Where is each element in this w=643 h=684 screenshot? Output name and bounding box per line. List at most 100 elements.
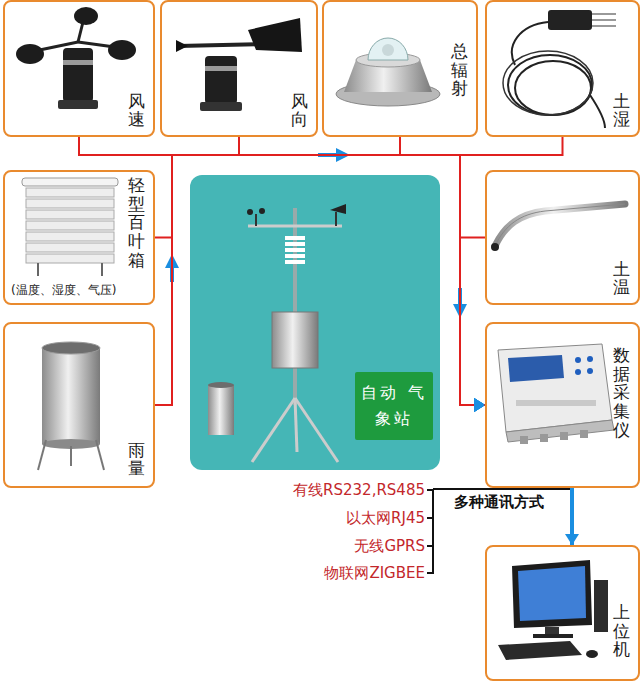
connector-line [155,155,485,405]
sensor-wire [155,155,485,412]
component-box: 土温 [485,170,640,305]
plate [26,221,114,230]
vertical-label: 土湿 [613,92,630,129]
leg [38,440,46,470]
soil-temp-probe [491,204,625,251]
comm-bracket [427,489,572,574]
component-box: 风向 [160,0,318,137]
monitor [512,560,592,628]
bracket-link [433,488,572,490]
stand-base [533,634,573,638]
component-box: 轻型百叶箱(温度、湿度、气压) [3,170,155,305]
body [205,56,237,104]
terminal [520,436,528,444]
output-connector [565,488,579,545]
base [58,100,98,109]
vertical-label: 土温 [613,260,630,297]
station-panel [190,175,440,470]
bracket-tick [427,517,433,519]
mini-cabinet [272,312,318,368]
sensor-wire [155,155,485,412]
component-box: 数据采集仪 [485,322,640,488]
comm-method: 无线GPRS [354,536,425,556]
comm-heading: 多种通讯方式 [454,492,544,512]
terminal [580,430,588,438]
arrow-head [474,398,485,412]
arrow-head [474,398,485,412]
connector-line [460,137,563,405]
mini-rain-gauge [208,385,234,435]
wind-vane [176,18,302,111]
plate [26,188,114,197]
arrow-head [474,398,485,412]
tower [594,580,608,632]
cap [22,178,118,186]
monitor-screen [518,566,586,621]
arrow-head [474,398,485,412]
mini-fin [330,204,346,214]
pin [592,13,616,15]
vertical-label: 风速 [128,92,145,129]
rim [42,342,100,354]
mouse [586,650,598,658]
key [575,369,581,375]
plate [26,232,114,241]
plate [26,199,114,208]
terminal [560,432,568,440]
sensor-wire [400,137,485,412]
sensor [382,44,394,56]
pin [592,19,616,21]
pyranometer [336,38,440,106]
sensor-wire [239,137,485,412]
connector-line [239,137,485,405]
vertical-label: 数据采集仪 [613,346,630,439]
fin [248,18,302,52]
stand [545,627,559,635]
arrow-head [565,534,579,545]
mini-plate [285,242,305,246]
station-label: 自动 气象站 [359,380,429,431]
cup [74,7,98,25]
mini-plate [285,254,305,258]
mini-cup [247,209,253,215]
anemometer [16,7,136,109]
ring [205,66,237,71]
sub-label: (温度、湿度、气压) [11,282,116,299]
probe-edge [495,204,625,246]
keyboard [498,641,582,660]
pointer [176,40,188,52]
connector-line [155,155,485,405]
label-strip [516,400,596,406]
station-badge: 自动 气象站 [355,372,433,440]
crossbar [248,225,342,228]
sensor-wire [79,137,485,412]
terminal [540,434,548,442]
vertical-label: 总辐射 [451,42,468,98]
vertical-label: 上位机 [613,603,630,659]
cable-end [590,95,605,128]
key [575,357,581,363]
computer [498,560,608,660]
body [63,48,93,102]
ring [63,60,93,65]
component-box: 土湿 [485,0,640,137]
panel-ground [190,175,440,470]
mini-plate [285,260,305,264]
component-box: 风速 [3,0,155,137]
mini-post [335,212,337,226]
soil-moisture-probe [503,10,616,128]
mini-post [255,214,257,226]
sensor-wire [460,238,485,413]
arrow-head [474,398,485,412]
comm-method: 有线RS232,RS485 [293,480,425,500]
bracket-bar [432,489,434,574]
probe-end [491,243,499,251]
plate [26,243,114,252]
mini-rim [208,382,234,388]
tripod-leg [295,398,338,462]
leg [101,263,103,276]
arrow-head [474,398,485,412]
vertical-label: 风向 [291,92,308,129]
cup [16,44,44,64]
